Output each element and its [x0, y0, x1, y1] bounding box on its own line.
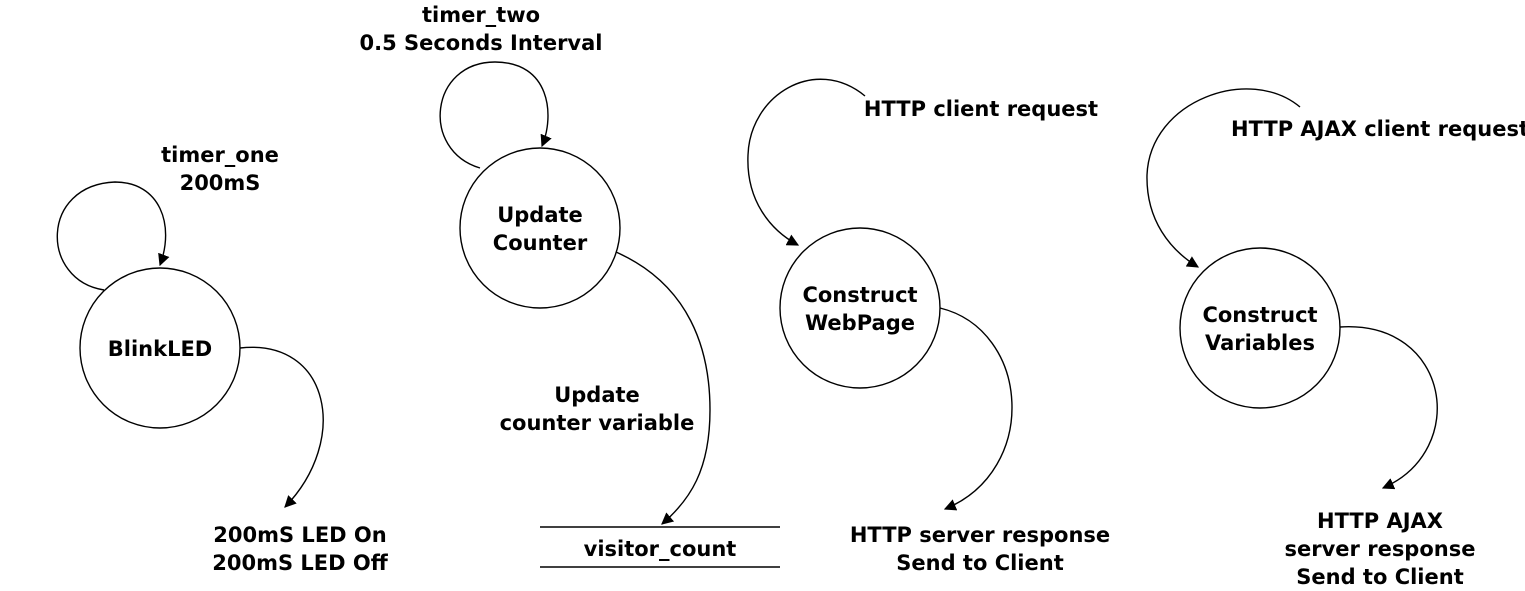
- timer-two-interval-label: 0.5 Seconds Interval: [359, 31, 602, 55]
- loop-arrow-timer-two: [439, 61, 552, 169]
- http-ajax-label: HTTP AJAX: [1317, 509, 1443, 533]
- blinkled-process-label: BlinkLED: [108, 337, 212, 361]
- construct-webpage-label-line2: WebPage: [805, 311, 915, 335]
- construct-webpage-label-line1: Construct: [802, 283, 917, 307]
- process-circle-construct-webpage: [779, 227, 941, 389]
- ajax-send-to-client-label: Send to Client: [1296, 565, 1463, 589]
- update-counter-label-line2: Counter: [493, 231, 588, 255]
- ajax-server-response-label: server response: [1285, 537, 1476, 561]
- http-ajax-client-request-label: HTTP AJAX client request: [1231, 117, 1525, 141]
- process-circle-update-counter: [459, 147, 621, 309]
- construct-variables-label-line1: Construct: [1202, 303, 1317, 327]
- flow-arrow-update-counter-variable: [615, 251, 711, 525]
- http-client-request-label: HTTP client request: [864, 97, 1098, 121]
- update-variable-label-line1: Update: [554, 383, 640, 407]
- data-store-label: visitor_count: [584, 537, 737, 561]
- led-on-label: 200mS LED On: [213, 523, 386, 547]
- http-server-response-label: HTTP server response: [850, 523, 1110, 547]
- flow-arrow-led-output: [239, 346, 324, 508]
- flow-arrow-http-client-request: [747, 78, 866, 246]
- flow-arrow-http-server-response: [939, 307, 1013, 511]
- update-counter-label-line1: Update: [497, 203, 583, 227]
- construct-variables-label-line2: Variables: [1205, 331, 1315, 355]
- timer-one-interval-label: 200mS: [180, 171, 261, 195]
- process-circle-construct-variables: [1179, 247, 1341, 409]
- flow-arrow-http-ajax-client-request: [1146, 88, 1301, 268]
- send-to-client-label: Send to Client: [896, 551, 1063, 575]
- loop-arrow-timer-one: [56, 181, 170, 291]
- update-variable-label-line2: counter variable: [500, 411, 695, 435]
- timer-one-label: timer_one: [161, 143, 279, 167]
- timer-two-label: timer_two: [422, 3, 540, 27]
- flow-arrow-http-ajax-server-response: [1339, 326, 1438, 490]
- led-off-label: 200mS LED Off: [212, 551, 388, 575]
